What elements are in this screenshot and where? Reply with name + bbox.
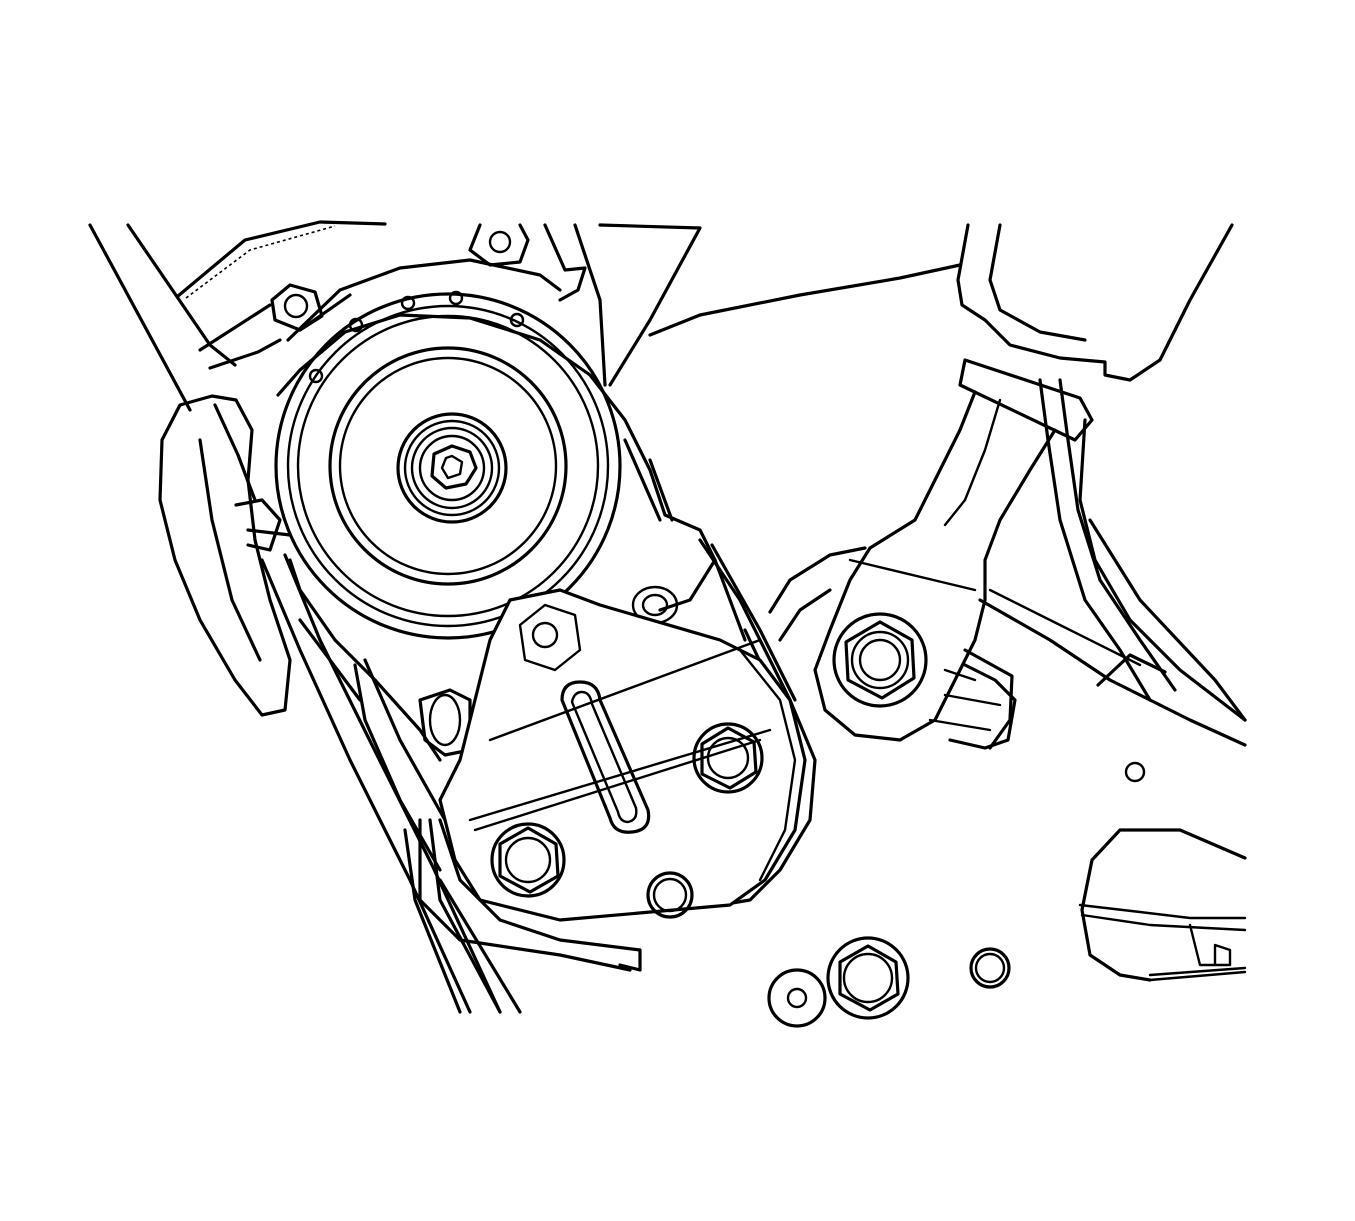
small-plug <box>969 947 1011 989</box>
hose-right <box>956 223 1247 722</box>
engine-block-left <box>88 220 962 412</box>
engine-block-bolt <box>826 936 910 1020</box>
arm-pivot-bolt <box>832 612 928 708</box>
tensioner-arm <box>813 358 1094 750</box>
drive-belt <box>260 553 522 1014</box>
hose-left <box>158 394 292 717</box>
small-washer <box>767 968 827 1028</box>
connector-block <box>963 648 1014 750</box>
bracket-lower-edge <box>418 538 817 972</box>
bracket-bolt-lower <box>490 822 566 898</box>
bracket-bolt-upper <box>692 722 764 794</box>
engine-block-right <box>768 546 1247 982</box>
tensioner-pulley <box>274 292 622 640</box>
pulley-center-bolt <box>396 412 508 524</box>
